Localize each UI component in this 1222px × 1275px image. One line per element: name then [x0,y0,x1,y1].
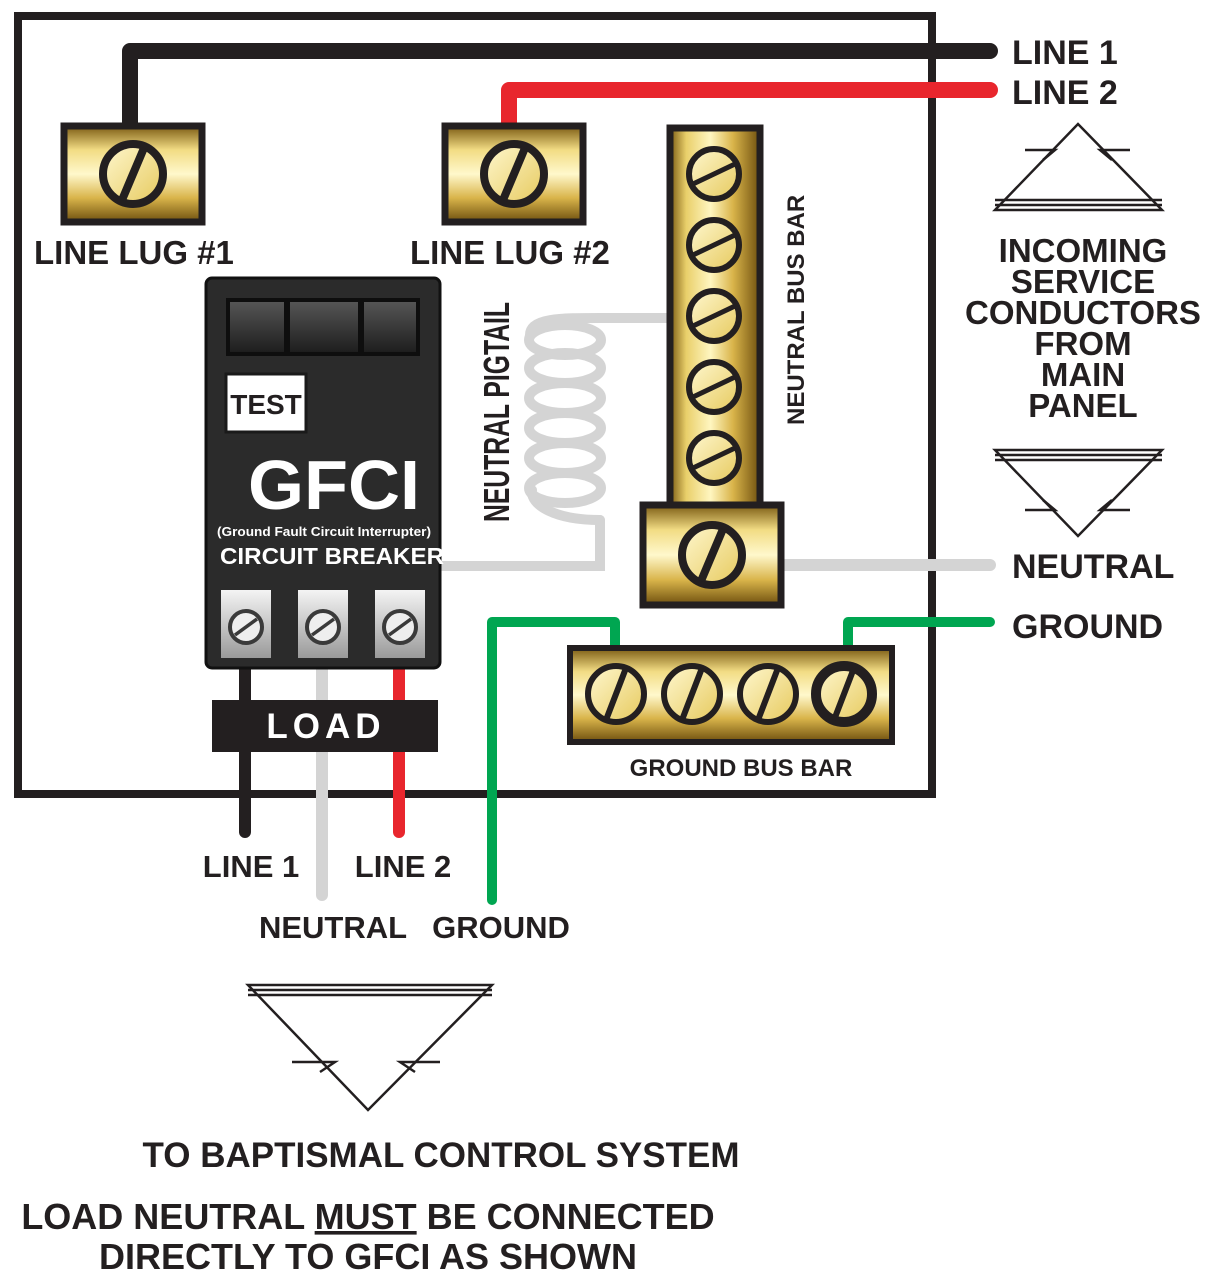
incoming-neutral-label: NEUTRAL [1012,548,1174,586]
line-lug-2-label: LINE LUG #2 [410,234,610,271]
test-button[interactable] [224,372,308,434]
breaker-handle-slot [364,302,416,352]
load-line1-label: LINE 1 [203,849,299,884]
panel-enclosure [14,12,936,798]
gfci-type-label: CIRCUIT BREAKER [220,543,444,569]
load-neutral-label: NEUTRAL [259,910,407,945]
up-arrow-icon [992,122,1165,212]
load-label: LOAD [266,707,385,746]
gfci-title: GFCI [248,446,420,524]
incoming-line1-label: LINE 1 [1012,34,1118,72]
down-arrow-load-icon [245,983,496,1112]
breaker-handle-slot [230,302,284,352]
load-plate [212,700,438,752]
ground-wire-load [487,617,620,905]
destination-label: TO BAPTISMAL CONTROL SYSTEM [143,1136,740,1175]
neutral-bus-bar-label: NEUTRAL BUS BAR [783,195,810,425]
ground-wire-incoming [843,617,995,657]
gfci-breaker: TEST GFCI (Ground Fault Circuit Interrup… [204,276,444,670]
wiring-note-line1: LOAD NEUTRAL MUST BE CONNECTED [21,1196,714,1237]
ground-bus-bar [567,645,895,745]
neutral-pigtail-coil [437,313,677,571]
neutral-pigtail-label: NEUTRAL PIGTAIL [476,302,517,522]
line-lug-2 [441,122,587,226]
incoming-ground-label: GROUND [1012,608,1163,646]
svg-text:CONDUCTORS: CONDUCTORS [965,294,1201,331]
line-lug-1 [60,122,206,226]
neutral-bus-bar [639,124,785,609]
ground-bus-bar-label: GROUND BUS BAR [630,755,853,782]
test-button-label: TEST [230,389,302,420]
line1-wire [122,43,998,136]
svg-text:MAIN: MAIN [1041,356,1125,393]
load-ground-label: GROUND [432,910,570,945]
breaker-handle-slot [290,302,358,352]
incoming-caption: INCOMING SERVICE CONDUCTORS FROM MAIN PA… [965,232,1201,424]
load-line2-label: LINE 2 [355,849,451,884]
down-arrow-icon [992,448,1165,538]
line-lug-1-label: LINE LUG #1 [34,234,234,271]
svg-text:SERVICE: SERVICE [1011,263,1155,300]
svg-text:FROM: FROM [1034,325,1131,362]
gfci-subtitle: (Ground Fault Circuit Interrupter) [217,524,431,539]
svg-text:PANEL: PANEL [1028,387,1137,424]
line2-wire [501,82,998,136]
incoming-line2-label: LINE 2 [1012,74,1118,112]
svg-text:INCOMING: INCOMING [999,232,1168,269]
wiring-note-line2: DIRECTLY TO GFCI AS SHOWN [99,1236,637,1275]
